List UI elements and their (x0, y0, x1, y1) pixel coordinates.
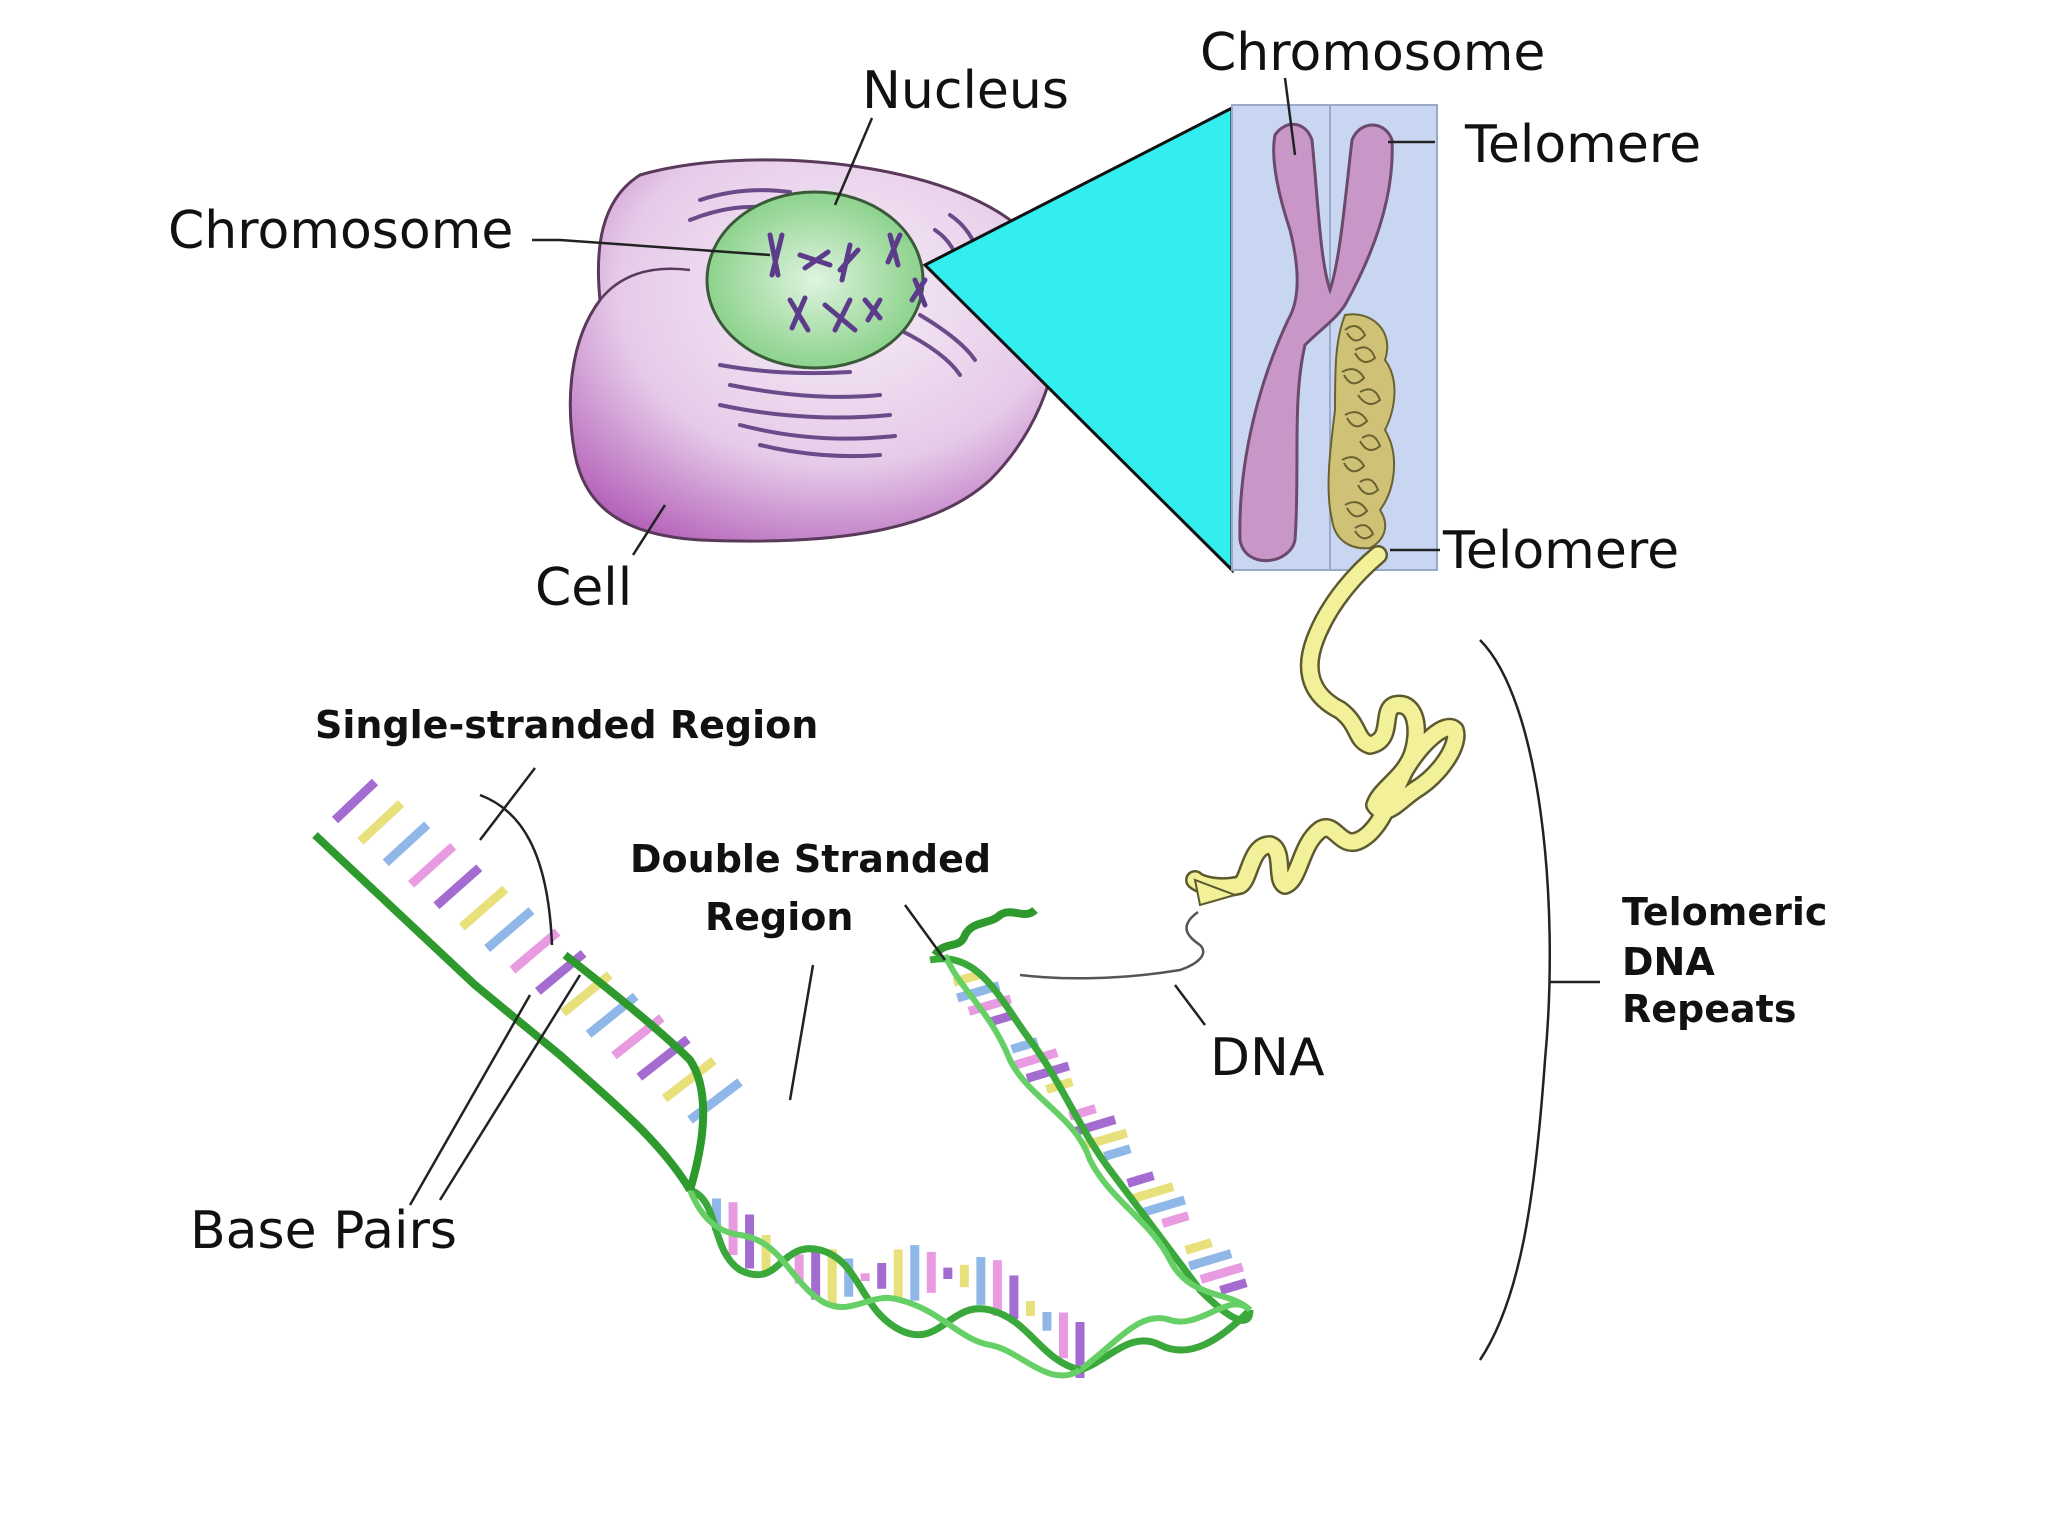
base-pair-rung (408, 842, 457, 888)
base-pair-rung (484, 907, 535, 952)
label-chromosome-cell: Chromosome (168, 201, 513, 261)
label-double-stranded-line1: Double Stranded (630, 837, 991, 881)
nucleus (705, 190, 925, 370)
base-pair-rung (331, 778, 379, 824)
dna-strand (1019, 910, 1205, 980)
ladder-strand-bottom (562, 951, 708, 1192)
base-pair-rung (1199, 1262, 1245, 1284)
label-telomeric-line3: Repeats (1622, 987, 1796, 1031)
base-pair-rung (1219, 1278, 1248, 1295)
label-telomeric-line1: Telomeric (1622, 890, 1827, 934)
base-pair-rung (1013, 1048, 1059, 1070)
base-pair-rung (1141, 1195, 1187, 1217)
helix-strand-b (942, 953, 1253, 1313)
endoplasmic-reticulum (688, 188, 980, 459)
ladder-base-pairs (331, 778, 743, 1124)
base-pair-rung (458, 885, 509, 931)
label-telomere-top: Telomere (1464, 115, 1701, 175)
label-telomere-bottom: Telomere (1442, 521, 1679, 581)
base-pair-rung (382, 821, 431, 867)
label-double-stranded-line2: Region (705, 895, 853, 939)
base-pair-rung (1161, 1211, 1190, 1228)
leader-lines (408, 77, 1600, 1361)
helix-strand-d (687, 1188, 1082, 1379)
base-pair-rung (357, 800, 405, 845)
cell (568, 158, 1060, 543)
base-pair-rung (509, 928, 561, 974)
cell-chromosomes (767, 232, 928, 333)
base-pair-rung (1129, 1182, 1175, 1204)
base-pair-rung (636, 1035, 691, 1081)
labels: Nucleus Chromosome Cell Chromosome Telom… (168, 23, 1827, 1261)
helix-strand-c (688, 1186, 1081, 1374)
label-single-stranded-region: Single-stranded Region (315, 703, 818, 747)
helix-strand-a (929, 955, 1254, 1324)
telomere-coil (1185, 545, 1466, 907)
base-pair-rung (433, 864, 483, 910)
label-dna: DNA (1210, 1028, 1325, 1088)
label-base-pairs: Base Pairs (190, 1201, 457, 1261)
chromosome (1238, 122, 1394, 563)
base-pair-rung (661, 1057, 717, 1103)
base-pair-rung (1126, 1171, 1155, 1188)
ladder-strand-top (312, 832, 694, 1193)
base-pair-rung (1184, 1238, 1213, 1255)
base-pair-rung (1103, 1144, 1132, 1161)
label-telomeric-line2: DNA (1622, 940, 1715, 984)
chromatin-coil (1327, 313, 1396, 550)
label-chromosome-zoom: Chromosome (1200, 23, 1545, 83)
helix-base-pairs (712, 970, 1248, 1378)
label-cell: Cell (535, 558, 632, 618)
label-nucleus: Nucleus (862, 61, 1069, 121)
chromosome-panel (1231, 104, 1438, 571)
dna-helix (312, 778, 1254, 1379)
base-pair-rung (687, 1078, 743, 1124)
base-pair-rung (1187, 1249, 1233, 1271)
